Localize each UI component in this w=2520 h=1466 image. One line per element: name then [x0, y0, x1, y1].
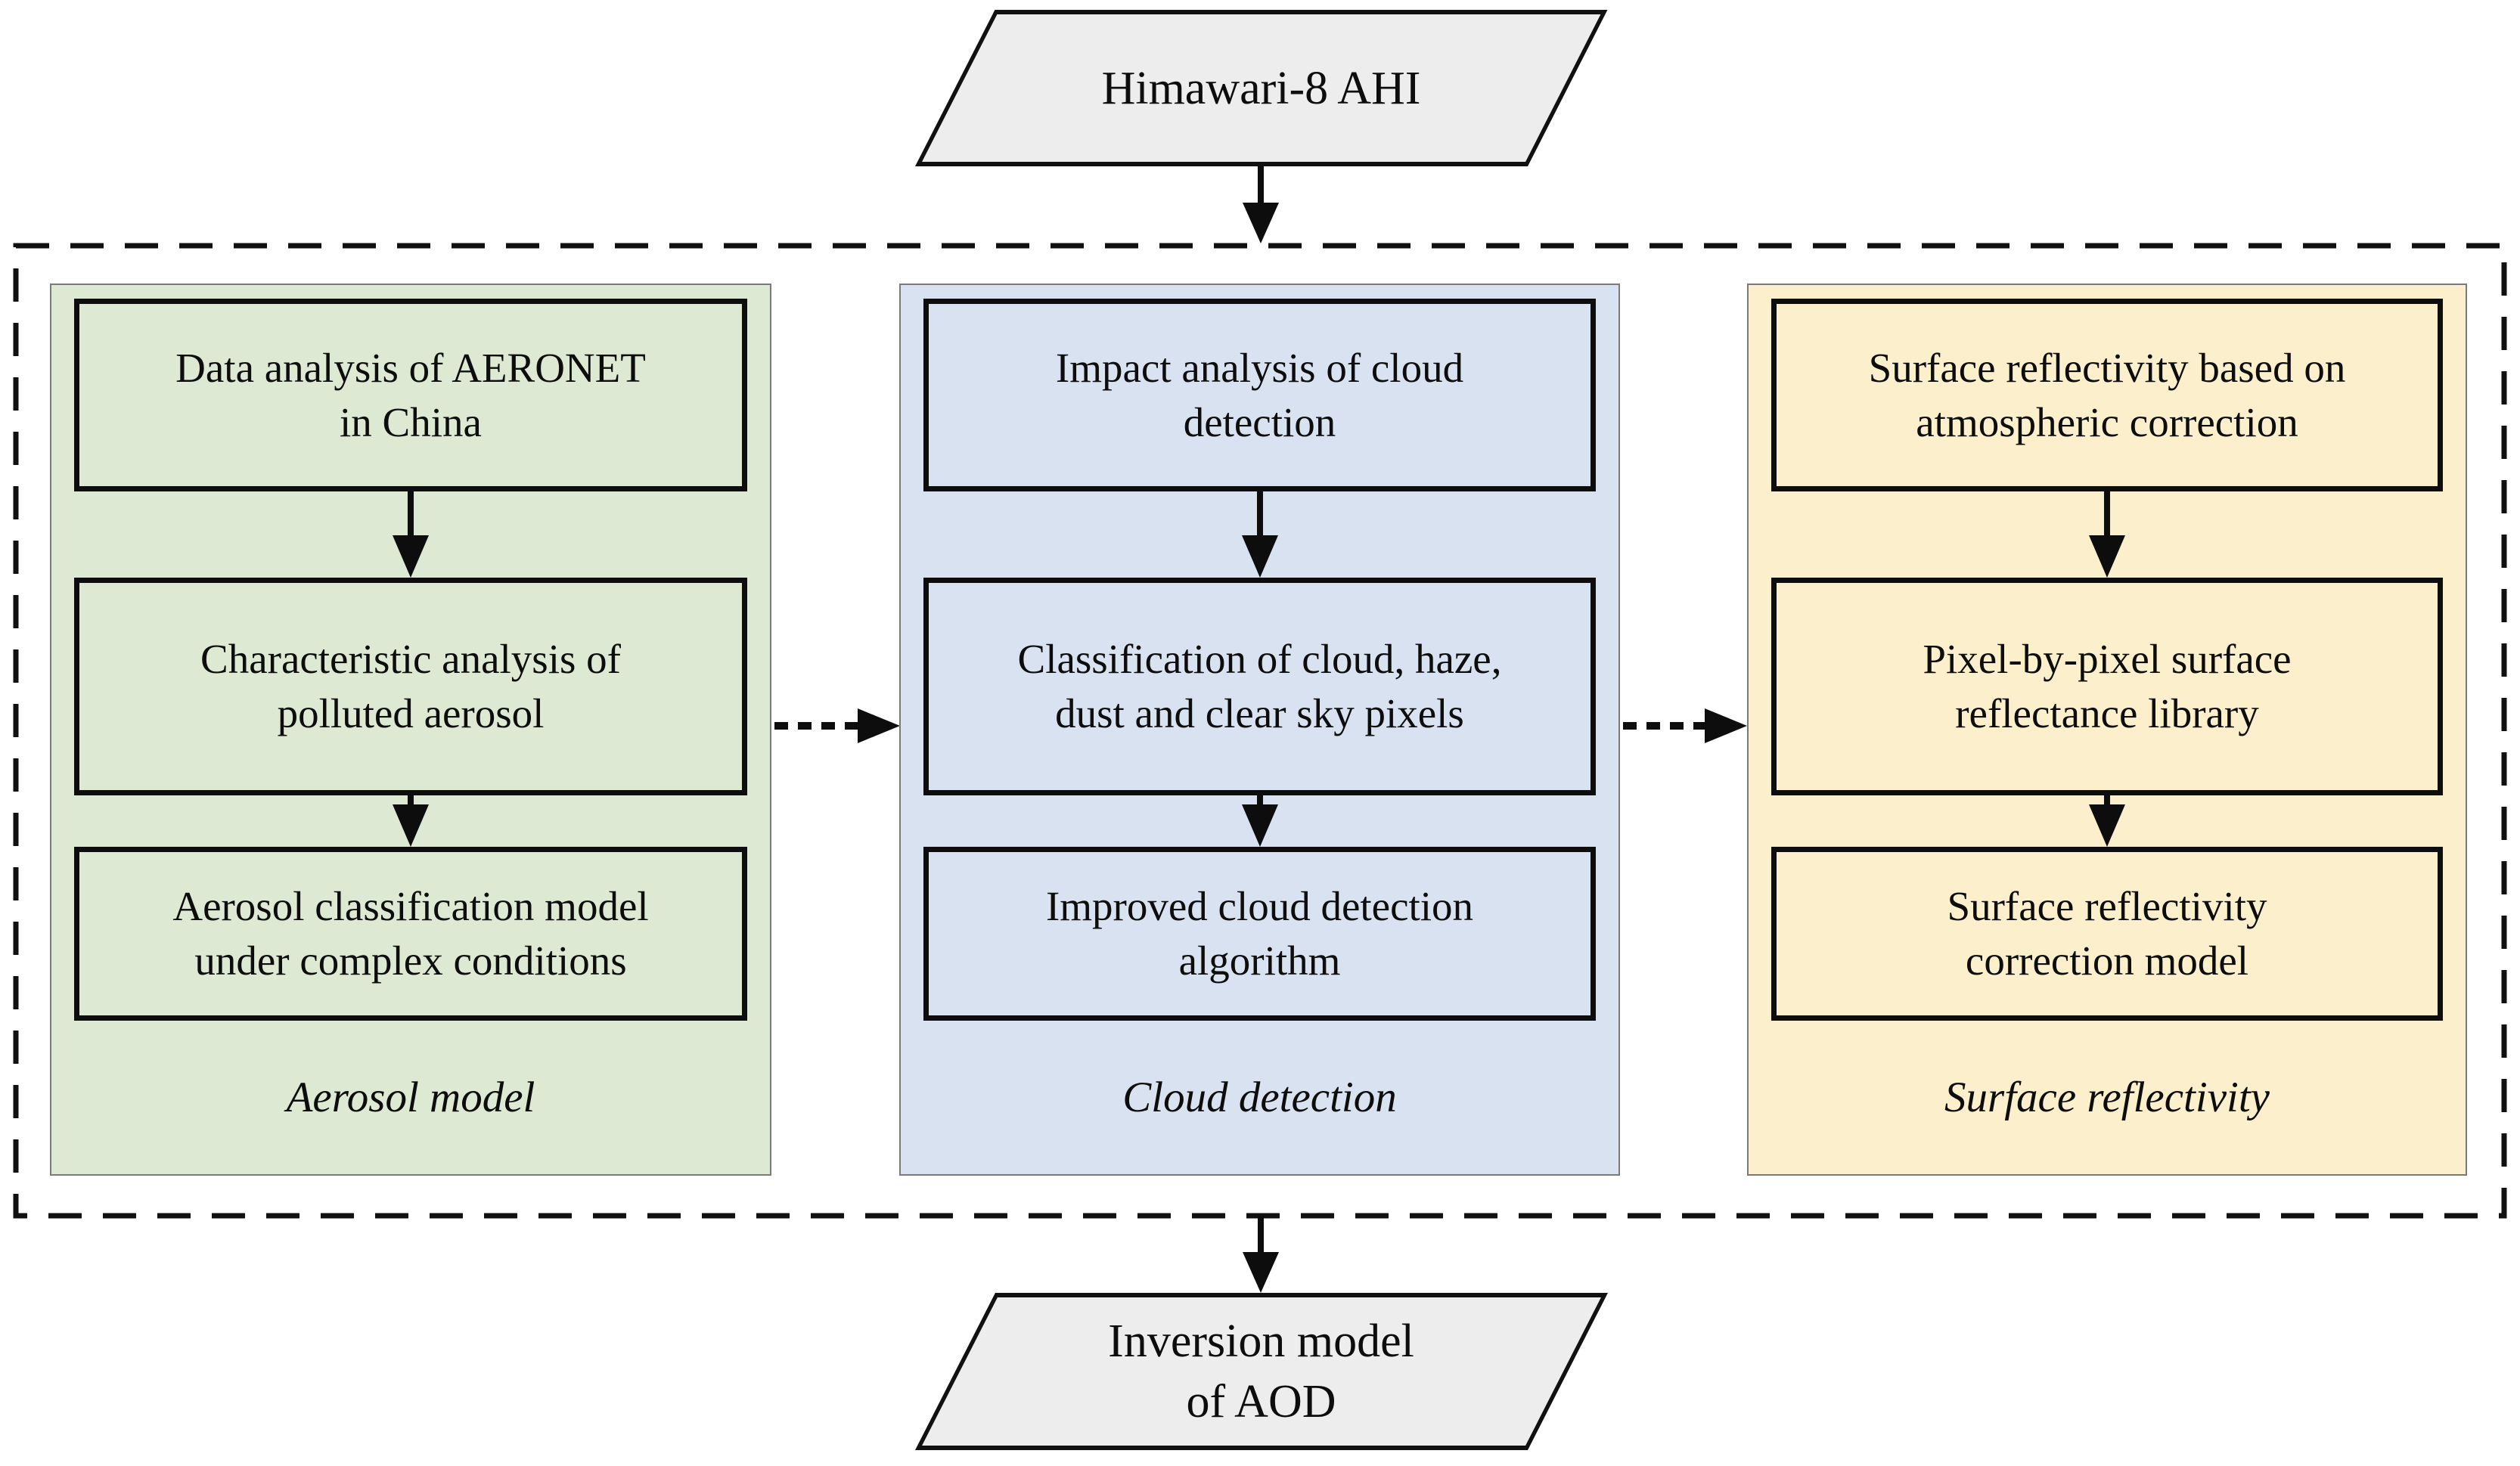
arrow-head — [393, 804, 429, 847]
arrow-down-icon — [923, 491, 1596, 578]
arrow-stem — [2104, 491, 2110, 535]
box-cloud-step-2: Classification of cloud, haze, dust and … — [923, 578, 1596, 795]
arrow-head — [1243, 203, 1279, 243]
arrow-head — [2089, 535, 2125, 578]
dashed-arrow-stem — [774, 722, 858, 730]
arrow-down-icon — [74, 795, 747, 847]
column-caption-cloud: Cloud detection — [1122, 1074, 1397, 1121]
column-caption-surface: Surface reflectivity — [1944, 1074, 2270, 1121]
arrow-head — [1241, 804, 1278, 847]
arrow-head — [1241, 535, 1278, 578]
box-surface-step-1-label: Surface reflectivity based on atmospheri… — [1868, 344, 2346, 445]
box-cloud-step-3: Improved cloud detection algorithm — [923, 847, 1596, 1021]
dashed-arrow-right-icon — [774, 708, 900, 743]
arrow-down-icon — [74, 491, 747, 578]
panel-cloud-detection: Impact analysis of cloud detection Class… — [899, 284, 1620, 1176]
box-aerosol-step-3: Aerosol classification model under compl… — [74, 847, 747, 1021]
dashed-arrow-head — [858, 708, 900, 743]
column-caption-aerosol: Aerosol model — [286, 1074, 535, 1121]
box-surface-step-1: Surface reflectivity based on atmospheri… — [1771, 299, 2443, 491]
arrow-down-icon — [1771, 795, 2443, 847]
arrow-stem — [1256, 491, 1263, 535]
arrow-down-icon — [1771, 491, 2443, 578]
box-aerosol-step-3-label: Aerosol classification model under compl… — [172, 883, 649, 984]
arrow-head — [393, 535, 429, 578]
box-aerosol-step-1: Data analysis of AERONET in China — [74, 299, 747, 491]
arrow-stem — [1256, 795, 1263, 804]
arrow-head — [2089, 804, 2125, 847]
arrow-stem — [408, 491, 414, 535]
arrow-down-icon — [923, 795, 1596, 847]
input-parallelogram-label: Himawari-8 AHI — [1101, 62, 1421, 114]
arrow-head — [1243, 1252, 1279, 1293]
dashed-arrow-head — [1705, 708, 1747, 743]
panel-aerosol-model: Data analysis of AERONET in China Charac… — [50, 284, 771, 1176]
arrow-down-icon — [1243, 1216, 1279, 1293]
box-surface-step-2: Pixel-by-pixel surface reflectance libra… — [1771, 578, 2443, 795]
arrow-stem — [1258, 166, 1264, 203]
panel-surface-reflectivity: Surface reflectivity based on atmospheri… — [1747, 284, 2467, 1176]
arrow-stem — [1258, 1216, 1264, 1252]
arrow-stem — [408, 795, 414, 804]
box-surface-step-3-label: Surface reflectivity correction model — [1947, 883, 2267, 984]
dashed-arrow-stem — [1623, 722, 1705, 730]
arrow-stem — [2104, 795, 2110, 804]
box-cloud-step-1: Impact analysis of cloud detection — [923, 299, 1596, 491]
box-cloud-step-3-label: Improved cloud detection algorithm — [1045, 883, 1474, 984]
box-surface-step-3: Surface reflectivity correction model — [1771, 847, 2443, 1021]
dashed-arrow-right-icon — [1623, 708, 1747, 743]
box-surface-step-2-label: Pixel-by-pixel surface reflectance libra… — [1923, 636, 2292, 736]
box-aerosol-step-2-label: Characteristic analysis of polluted aero… — [200, 636, 621, 736]
box-cloud-step-1-label: Impact analysis of cloud detection — [1055, 344, 1464, 445]
box-aerosol-step-2: Characteristic analysis of polluted aero… — [74, 578, 747, 795]
box-aerosol-step-1-label: Data analysis of AERONET in China — [175, 344, 646, 445]
arrow-down-icon — [1243, 166, 1279, 243]
output-parallelogram-label: Inversion model of AOD — [1108, 1316, 1414, 1427]
box-cloud-step-2-label: Classification of cloud, haze, dust and … — [1017, 636, 1502, 736]
